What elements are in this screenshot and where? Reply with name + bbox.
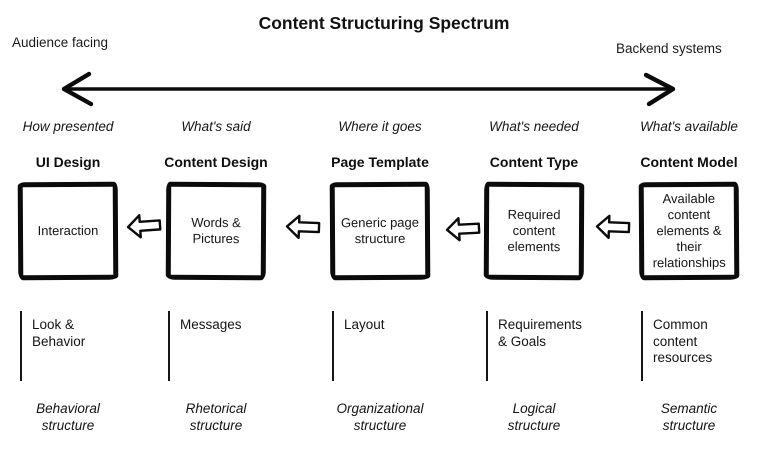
box-label: Available content elements & their relat… bbox=[652, 190, 726, 271]
deliverable-label: Look & Behavior bbox=[32, 317, 86, 349]
structure-label: Behavioral structure bbox=[36, 401, 100, 433]
axis-left-label: Audience facing bbox=[12, 35, 109, 50]
deliverable-label: Layout bbox=[344, 317, 385, 332]
box-label: Required content elements bbox=[507, 206, 561, 255]
bracket-line bbox=[168, 311, 170, 381]
page-template-box: Generic page structure bbox=[329, 181, 431, 281]
bracket-line bbox=[20, 311, 22, 381]
column-content-model: What's available Content Model Available… bbox=[614, 0, 764, 450]
flow-arrow-left-icon bbox=[285, 214, 321, 240]
axis-right-label: Backend systems bbox=[616, 41, 722, 56]
question-label: How presented bbox=[22, 119, 114, 134]
bracket-line bbox=[486, 311, 488, 381]
content-model-box: Available content elements & their relat… bbox=[638, 181, 740, 281]
bracket-line bbox=[332, 311, 334, 381]
flow-arrow-left-icon bbox=[595, 214, 631, 240]
deliverable-label: Requirements & Goals bbox=[498, 317, 583, 349]
ui-design-box: Interaction bbox=[17, 181, 119, 281]
question-label: What's said bbox=[181, 119, 251, 134]
flow-arrow-left-icon bbox=[445, 217, 481, 242]
box-label: Words & Pictures bbox=[191, 214, 241, 247]
flow-arrow-left-icon bbox=[126, 214, 162, 239]
deliverable-label: Common content resources bbox=[653, 317, 713, 365]
column-page-template: Where it goes Page Template Generic page… bbox=[305, 0, 455, 450]
discipline-heading: Content Design bbox=[164, 154, 268, 170]
structure-label: Organizational structure bbox=[336, 401, 424, 433]
discipline-heading: Content Model bbox=[640, 154, 738, 170]
box-label: Interaction bbox=[37, 222, 99, 239]
column-ui-design: How presented UI Design Interaction Look… bbox=[0, 0, 143, 450]
deliverable-label: Messages bbox=[180, 317, 242, 332]
question-label: What's needed bbox=[489, 119, 579, 134]
content-type-box: Required content elements bbox=[483, 181, 585, 281]
diagram-title: Content Structuring Spectrum bbox=[258, 13, 510, 33]
discipline-heading: Content Type bbox=[489, 154, 579, 170]
double-headed-arrow-icon bbox=[61, 71, 676, 107]
structure-label: Semantic structure bbox=[660, 401, 718, 433]
question-label: Where it goes bbox=[338, 119, 422, 134]
discipline-heading: Page Template bbox=[331, 154, 429, 170]
structure-label: Logical structure bbox=[507, 401, 561, 433]
discipline-heading: UI Design bbox=[35, 154, 101, 170]
column-content-design: What's said Content Design Words & Pictu… bbox=[141, 0, 291, 450]
content-design-box: Words & Pictures bbox=[165, 181, 267, 281]
structure-label: Rhetorical structure bbox=[185, 401, 247, 433]
question-label: What's available bbox=[640, 119, 738, 134]
bracket-line bbox=[641, 311, 643, 381]
column-content-type: What's needed Content Type Required cont… bbox=[459, 0, 609, 450]
box-label: Generic page structure bbox=[340, 214, 420, 247]
